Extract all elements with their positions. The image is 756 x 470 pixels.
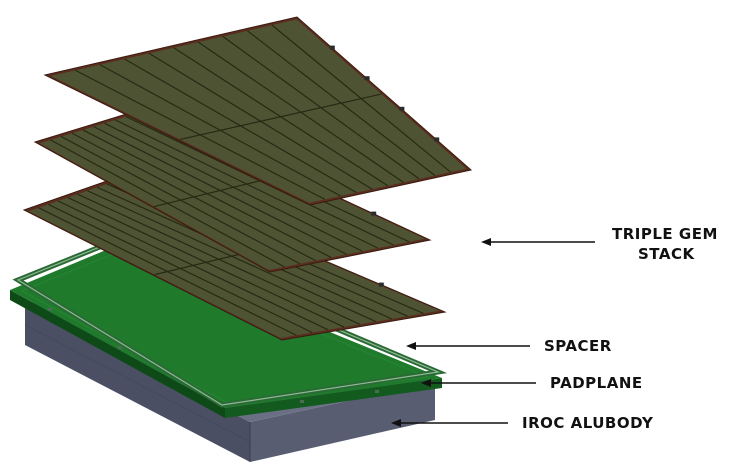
- spacer-label: SPACER: [544, 337, 612, 355]
- gem-divider-line: [179, 93, 382, 141]
- padplane-side-edge: [225, 378, 442, 418]
- alubody-right-face: [250, 382, 435, 462]
- gem-active-area: [50, 19, 467, 203]
- arrow-left-icon: [391, 419, 401, 427]
- gem-hv-tab: [371, 211, 377, 216]
- gem-active-area: [39, 110, 425, 270]
- spacer-frame: [12, 235, 448, 408]
- label-iroc-alubody: IROC ALUBODY: [391, 414, 654, 432]
- padplane: [10, 245, 442, 418]
- arrow-left-icon: [406, 342, 416, 350]
- iroc-alubody-label: IROC ALUBODY: [522, 414, 654, 432]
- padplane-board: [10, 245, 442, 408]
- arrow-left-icon: [421, 379, 431, 387]
- gem-hv-tab: [378, 282, 384, 287]
- gem-hv-tab: [364, 76, 370, 81]
- alubody-left-face: [25, 306, 250, 462]
- triple-gem-label-line2: STACK: [638, 245, 695, 263]
- label-triple-gem-stack: TRIPLE GEM STACK: [481, 225, 718, 263]
- gem-foil-middle: [33, 107, 432, 273]
- triple-gem-label-line1: TRIPLE GEM: [612, 225, 718, 243]
- gem-foil-top: [43, 16, 473, 206]
- padplane-label: PADPLANE: [550, 374, 643, 392]
- padplane-front-edge: [10, 290, 225, 418]
- gem-hv-tab: [329, 45, 335, 50]
- label-spacer: SPACER: [406, 337, 612, 355]
- gem-hv-tab: [434, 137, 440, 142]
- arrow-left-icon: [481, 238, 491, 246]
- gem-hv-tab: [399, 106, 405, 111]
- label-padplane: PADPLANE: [421, 374, 643, 392]
